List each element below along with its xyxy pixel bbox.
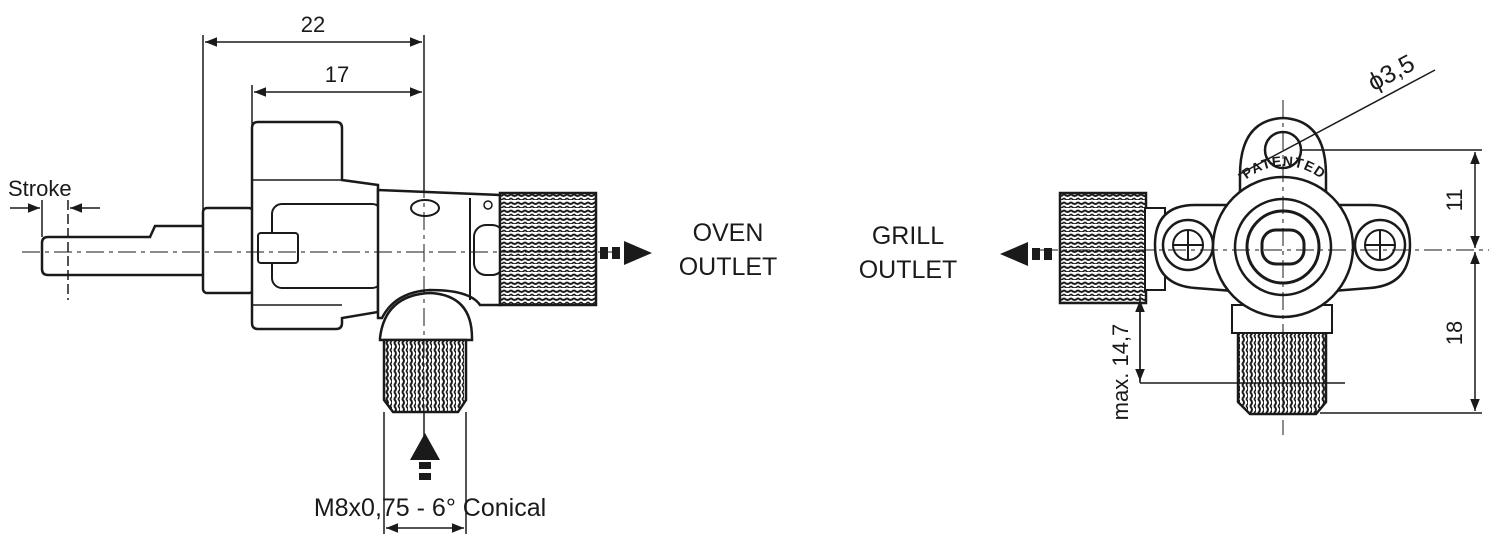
oven-outlet-thread xyxy=(498,191,598,307)
dim-17-label: 17 xyxy=(325,62,349,87)
hole-diameter-label: ϕ3,5 xyxy=(1363,49,1419,97)
dimension-17 xyxy=(251,85,422,125)
bottom-inlet-thread xyxy=(1236,328,1328,416)
dim-22-label: 22 xyxy=(301,12,325,37)
grill-outlet-arrow xyxy=(1000,242,1052,266)
inlet-width-dimension xyxy=(383,412,467,534)
grill-outlet-thread xyxy=(1058,191,1148,305)
valve-stem xyxy=(40,224,207,277)
grill-outlet-label-line1: GRILL xyxy=(872,222,944,250)
right-screw xyxy=(1353,218,1407,272)
inlet-arrow xyxy=(410,433,440,480)
inlet-boss xyxy=(378,291,474,342)
front-dimensions xyxy=(1135,69,1482,414)
oven-outlet-label-line2: OUTLET xyxy=(679,253,778,281)
oven-outlet-arrow xyxy=(600,241,652,265)
inlet-thread-label: M8x0,75 - 6° Conical xyxy=(314,494,546,522)
oven-outlet-label-line1: OVEN xyxy=(693,219,764,247)
grill-outlet-label-line2: OUTLET xyxy=(859,256,958,284)
stem-collar xyxy=(201,206,255,295)
inlet-thread xyxy=(382,338,468,414)
stroke-dimension xyxy=(10,200,100,300)
front-view xyxy=(1000,69,1489,435)
side-view xyxy=(10,35,652,534)
dim-max-label: max. 14,7 xyxy=(1108,324,1133,421)
dim-18-label: 18 xyxy=(1442,321,1467,345)
dim-11-label: 11 xyxy=(1442,189,1467,212)
stroke-label: Stroke xyxy=(8,176,72,201)
left-screw xyxy=(1161,218,1215,272)
